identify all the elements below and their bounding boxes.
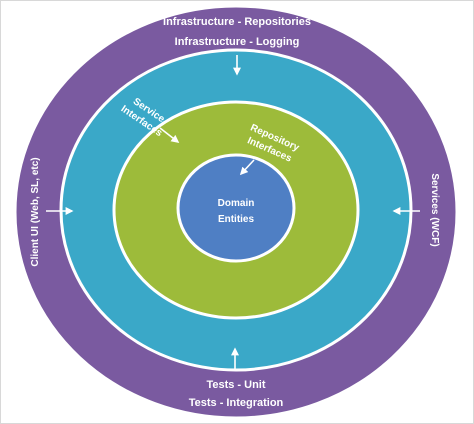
domain-label-line2: Entities: [218, 214, 255, 225]
domain-core: [176, 153, 296, 263]
tests-integration-label: Tests - Integration: [189, 397, 284, 409]
services-wcf-label: Services (WCF): [429, 173, 440, 246]
tests-unit-label: Tests - Unit: [206, 379, 265, 391]
service-arrow: [159, 127, 180, 143]
infrastructure-logging-label: Infrastructure - Logging: [175, 36, 300, 48]
infrastructure-repositories-label: Infrastructure - Repositories: [163, 16, 311, 28]
client-ui-label: Client UI (Web, SL, etc): [30, 157, 41, 266]
domain-label-line1: Domain: [218, 198, 255, 209]
repository-arrow: [239, 159, 255, 176]
